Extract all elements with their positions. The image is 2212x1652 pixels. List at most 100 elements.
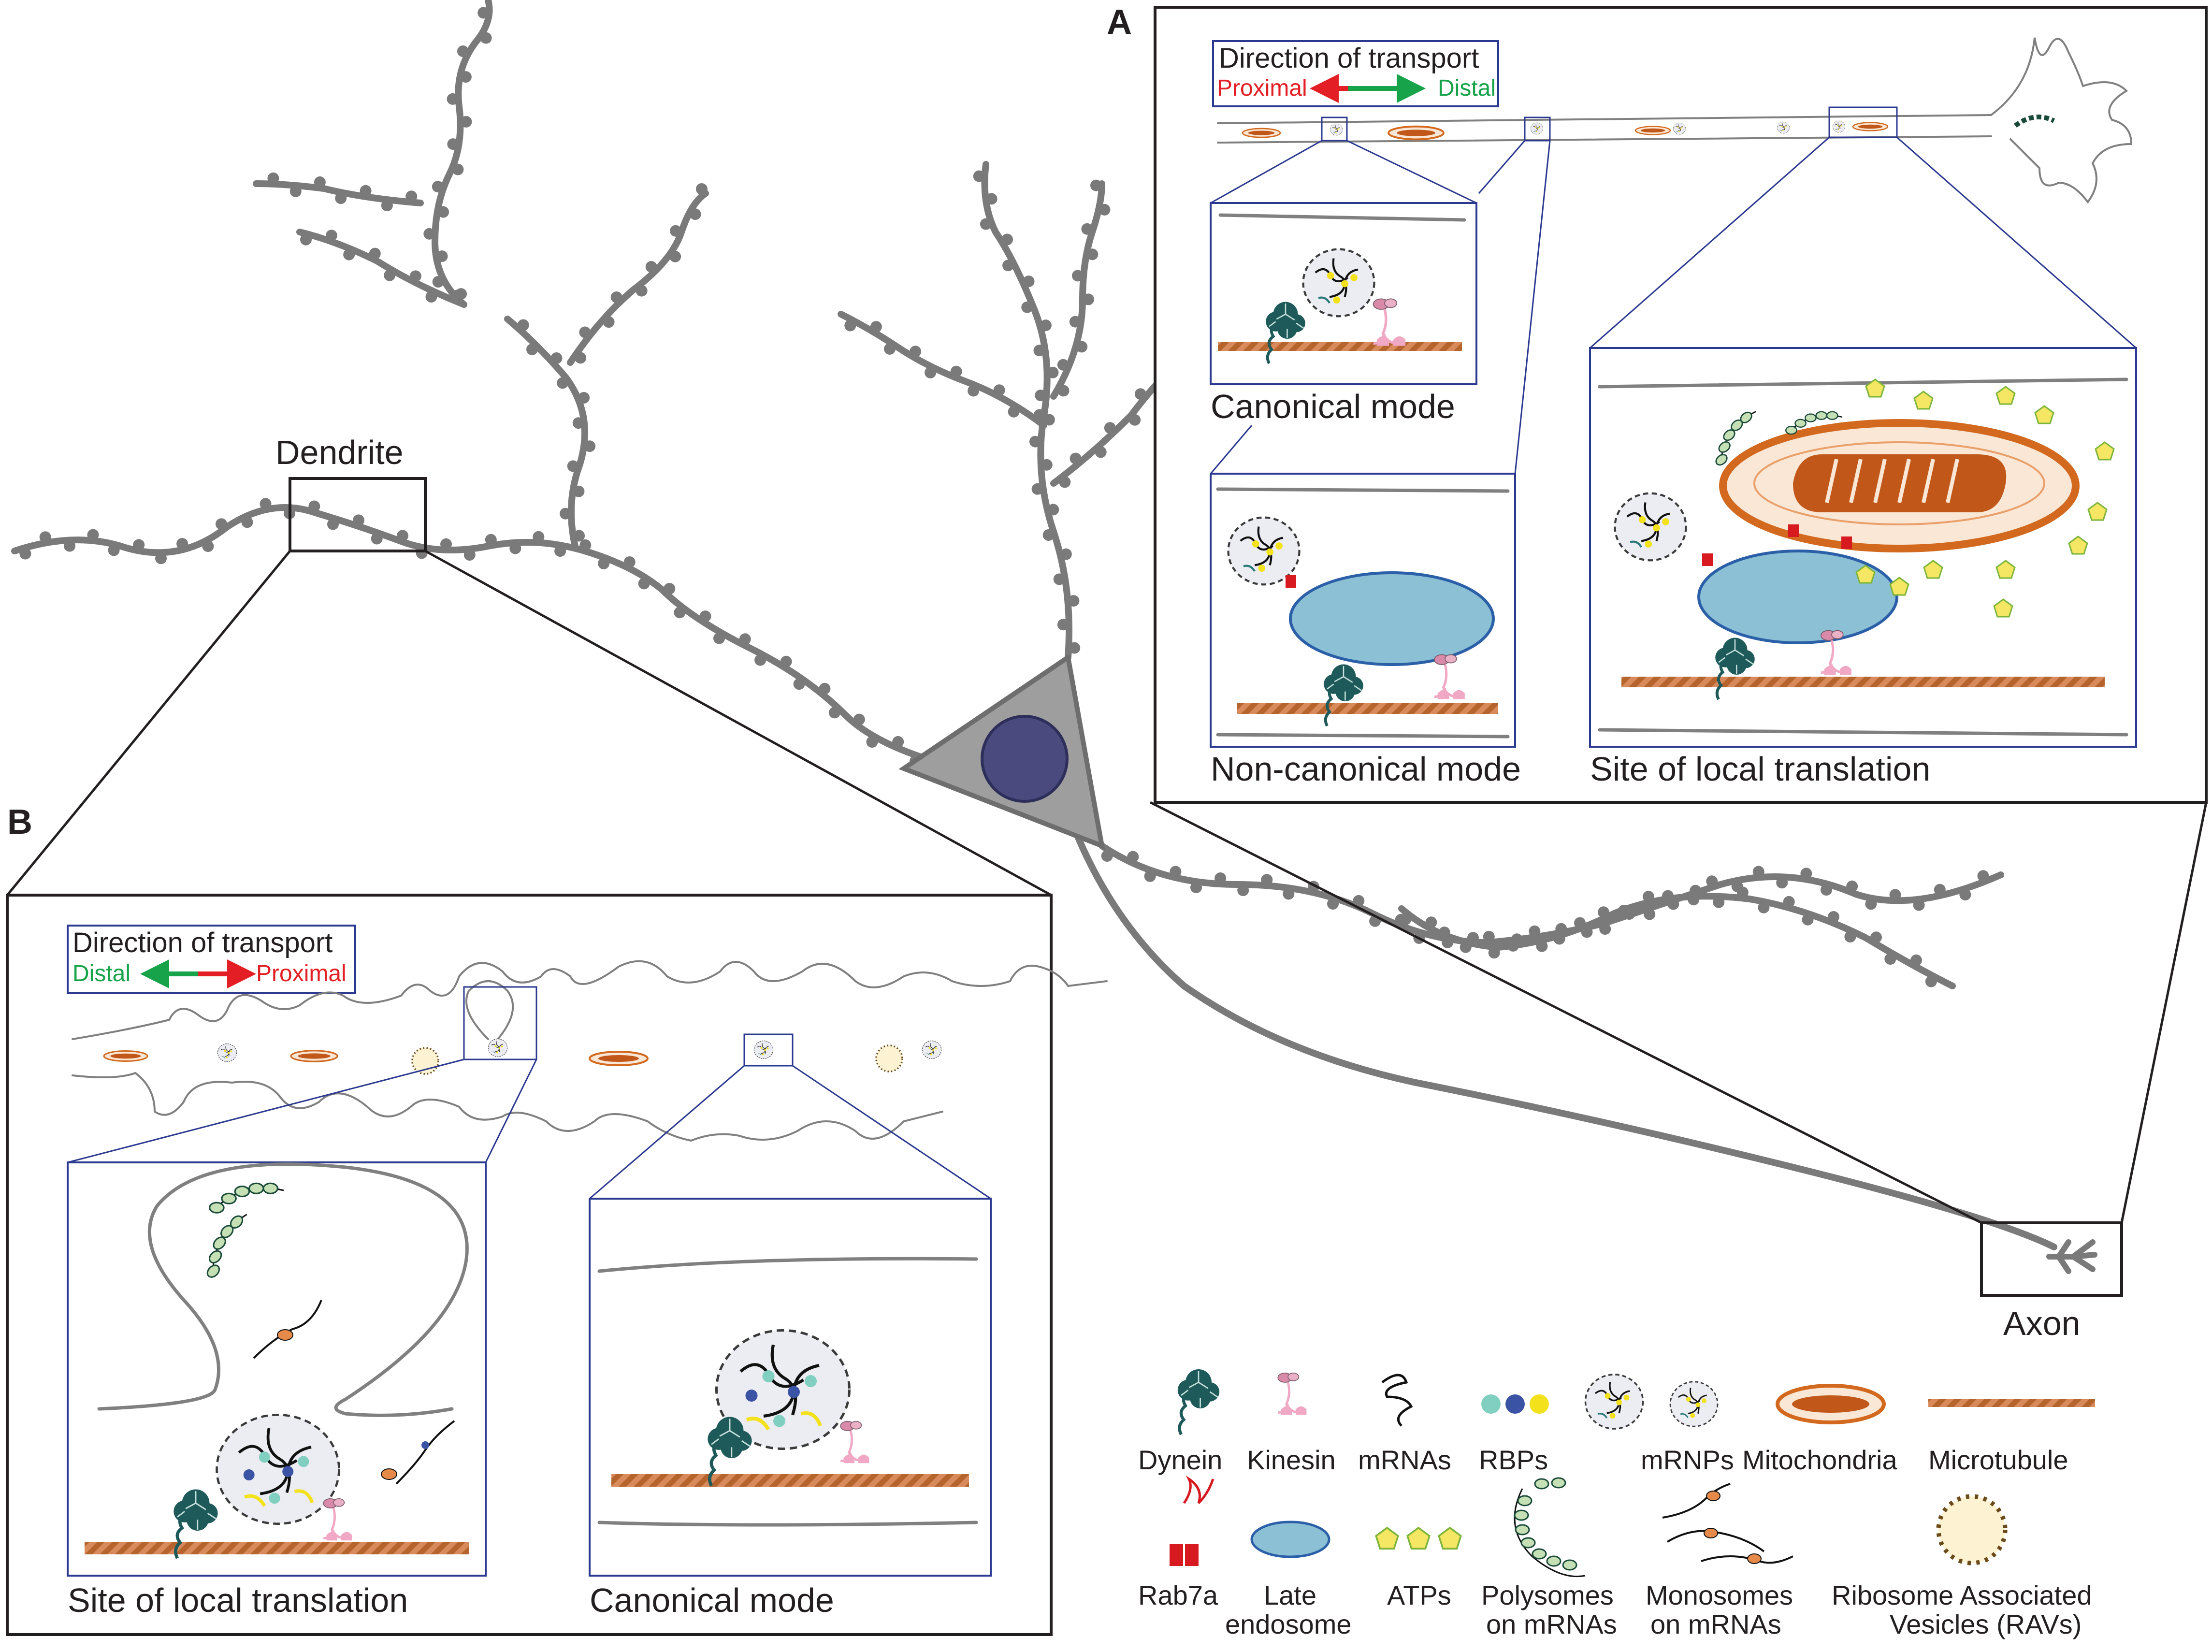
spine [1041, 459, 1053, 471]
spine [108, 544, 120, 556]
spine [241, 516, 253, 528]
axon-zoom-canonical [1321, 116, 1348, 142]
spine [289, 185, 302, 197]
spine [405, 190, 418, 203]
dynein-icon [1178, 1369, 1219, 1435]
legend-label: Late [1264, 1580, 1316, 1610]
spine [409, 270, 421, 282]
legend-label: ATPs [1387, 1580, 1451, 1610]
mrna-icon [1381, 1374, 1413, 1427]
spine [1913, 899, 1925, 911]
kinesin-icon [1278, 1373, 1306, 1415]
spine [1488, 947, 1500, 959]
spine [300, 233, 312, 246]
axon-zoom-noncanonical [1524, 116, 1551, 142]
spine [567, 460, 579, 472]
spine [1865, 898, 1877, 910]
neurite-path [1099, 842, 2004, 946]
microtubule-icon [1928, 1399, 2095, 1407]
spine [793, 678, 805, 690]
mrnp-icon [1584, 1374, 1644, 1430]
spine [1057, 619, 1069, 631]
spine [1581, 926, 1593, 938]
neurite-path [253, 180, 424, 206]
microtubule [1218, 342, 1462, 351]
direction-legend [67, 925, 356, 994]
spine [335, 192, 347, 204]
spine [674, 607, 686, 619]
spine [1170, 866, 1182, 878]
spine [1925, 975, 1937, 987]
spine [1072, 270, 1084, 282]
spine [573, 485, 585, 497]
spine [713, 632, 725, 644]
spine [669, 250, 681, 262]
spine [369, 247, 381, 260]
spine [695, 183, 708, 195]
dendritic-spines [19, 7, 1989, 987]
spine [1040, 319, 1052, 332]
late-endosome [1289, 571, 1495, 666]
spine [1667, 898, 1679, 910]
spine [463, 549, 476, 561]
legend-label: endosome [1225, 1609, 1352, 1639]
spine [1008, 406, 1020, 418]
spine [575, 352, 587, 364]
zoom-line [424, 550, 1052, 897]
spine [267, 172, 279, 184]
spine [1643, 891, 1654, 902]
legend-label: mRNAs [1358, 1445, 1451, 1475]
spine [423, 228, 435, 240]
spine [1623, 908, 1635, 920]
distal-label: Distal [1438, 75, 1496, 101]
spine [1844, 931, 1856, 943]
spine [1353, 895, 1365, 907]
spine [1086, 248, 1099, 261]
spine [1057, 359, 1069, 371]
spine-zoom-box [463, 986, 537, 1060]
legend-label: Microtubule [1928, 1445, 2068, 1475]
axon-growth-cone-icon [2046, 1239, 2097, 1274]
direction-title: Direction of transport [1219, 43, 1479, 74]
spine [1095, 446, 1107, 458]
neurite-branches [11, 0, 2057, 1250]
spine [980, 218, 992, 230]
spine [1870, 931, 1882, 943]
a-noncanonical-caption: Non-canonical mode [1211, 750, 1521, 788]
neurite-path [11, 504, 946, 767]
spine [579, 539, 592, 551]
late-endosome [1697, 550, 1898, 644]
spine [432, 276, 444, 288]
spine [1910, 954, 1922, 966]
spine [485, 534, 497, 546]
spine [1134, 388, 1146, 400]
spine [985, 193, 998, 205]
dendrite-shaft-top [72, 960, 1108, 1040]
spine [1069, 642, 1081, 654]
spine [950, 365, 962, 377]
spine [1802, 913, 1814, 926]
spine [202, 540, 214, 552]
spine [1644, 908, 1656, 920]
spine [993, 384, 1005, 396]
spine [1574, 917, 1586, 929]
spine [1059, 476, 1071, 488]
spine [578, 392, 590, 404]
spine [1060, 548, 1072, 560]
mitochondria-icon [1776, 1384, 1886, 1424]
spine [1144, 870, 1156, 882]
spine [1129, 414, 1141, 426]
spine [1467, 932, 1479, 944]
spine [1001, 233, 1013, 246]
spine [638, 578, 650, 590]
spine [477, 7, 490, 19]
spine [1889, 889, 1901, 901]
late-endosome-icon [1250, 1521, 1330, 1558]
spine [353, 514, 364, 526]
spine [360, 185, 372, 197]
legend-label: mRNPs [1641, 1445, 1734, 1475]
rab7a-icon [1170, 1475, 1214, 1566]
spine [1553, 933, 1565, 945]
spine [436, 250, 448, 262]
spine [1800, 868, 1812, 880]
